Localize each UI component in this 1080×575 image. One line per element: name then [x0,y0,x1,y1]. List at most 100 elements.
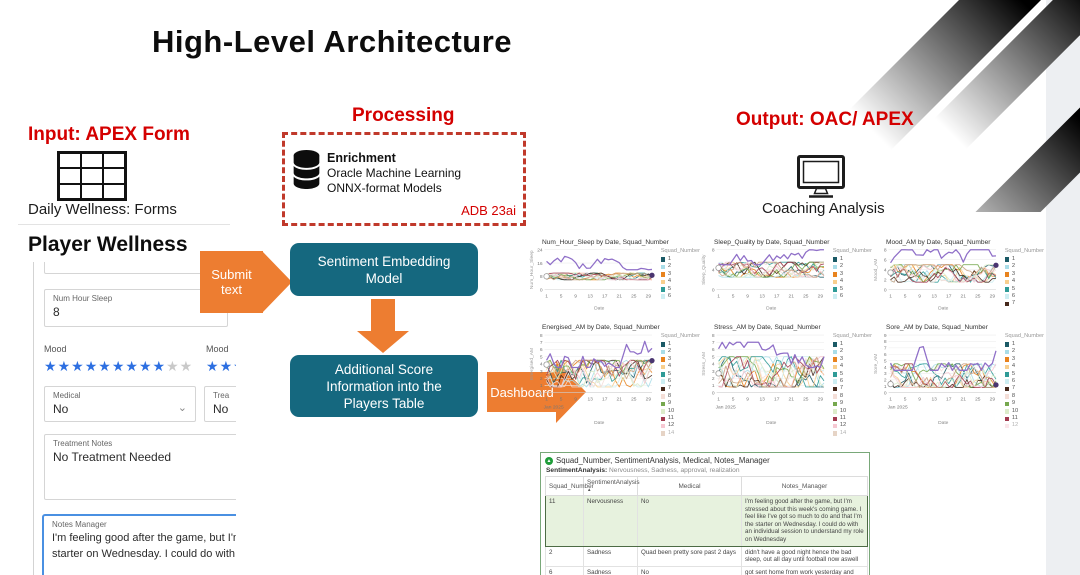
sentiment-embedding-model-box: Sentiment Embedding Model [290,243,478,296]
svg-text:2: 2 [712,376,715,382]
legend-item: 9 [1004,400,1044,407]
legend-swatch [832,431,838,436]
notes-manager-text-line2: starter on Wednesday. I could do with a [52,548,236,560]
legend-swatch [660,431,666,436]
svg-text:21: 21 [789,396,795,402]
svg-text:21: 21 [617,396,623,402]
chart-title: Num_Hour_Sleep by Date, Squad_Number [542,239,669,246]
divider [18,224,230,225]
legend-item: 2 [1004,263,1044,270]
processing-heading: Processing [352,105,455,126]
svg-text:4: 4 [712,362,715,368]
legend-swatch [1004,401,1010,407]
legend-item: 3 [660,356,700,363]
svg-text:2: 2 [540,376,543,382]
legend-item: 11 [1004,415,1044,422]
legend-swatch [660,279,666,285]
legend-swatch [660,287,666,292]
legend-swatch [832,272,838,277]
legend-item: 1 [832,341,872,348]
legend-item: 14 [660,430,700,437]
legend-item: 3 [832,271,872,278]
enrichment-dashed-box [282,132,526,226]
legend-item: 4 [660,278,700,285]
svg-text:2: 2 [884,378,887,384]
col-medical[interactable]: Medical [637,476,742,496]
svg-text:25: 25 [803,294,809,300]
legend-item: 5 [660,371,700,378]
col-notes-manager[interactable]: Notes_Manager [741,476,868,496]
svg-text:25: 25 [631,294,637,300]
legend-item: 7 [660,385,700,392]
svg-text:17: 17 [774,294,780,300]
svg-text:29: 29 [818,294,824,300]
num-hour-sleep-field[interactable]: Num Hour Sleep 8 [44,289,228,327]
treatment-select[interactable]: Trea No [204,386,236,422]
svg-text:5: 5 [732,294,735,300]
svg-text:0: 0 [884,390,887,396]
svg-text:9: 9 [574,396,577,402]
legend-swatch [832,264,838,270]
table-header-row: Squad_Number SentimentAnalysis ▲ Medical… [545,476,868,496]
legend-item: 8 [1004,393,1044,400]
legend-item: 6 [832,293,872,300]
notes-manager-label: Notes Manager [52,520,107,529]
svg-text:Sore_AM: Sore_AM [873,354,879,374]
legend-item: 7 [1004,385,1044,392]
svg-text:Num_Hour_Sleep: Num_Hour_Sleep [529,250,535,289]
legend-item: 7 [832,385,872,392]
legend-item: 3 [832,356,872,363]
svg-text:29: 29 [646,396,652,402]
chart-title: Mood_AM by Date, Squad_Number [886,239,991,246]
legend-swatch [660,386,666,392]
legend-swatch [660,401,666,407]
mood-star-rating[interactable]: ★★★★★★★★★★★ [44,358,194,374]
legend-swatch [1004,279,1010,285]
col-squad-number[interactable]: Squad_Number [545,476,594,496]
svg-text:8: 8 [712,333,715,339]
svg-text:0: 0 [712,390,715,396]
table-subtitle-label: SentimentAnalysis: [546,467,608,474]
treatment-label: Trea [213,391,230,400]
table-cell: Sadness [583,545,638,567]
mood-right-star-rating[interactable]: ★★★★★★★★★★★ [206,358,236,374]
legend-swatch [660,423,666,429]
legend-swatch [660,264,666,270]
legend-swatch [660,272,666,277]
table-cell: got sent home from work yesterday and be… [741,565,868,575]
svg-text:13: 13 [931,396,937,402]
num-hour-sleep-label: Num Hour Sleep [53,294,113,303]
legend-swatch [832,401,838,407]
notes-manager-field[interactable]: Notes Manager I'm feeling good after the… [42,514,236,575]
submit-text-label: Submit text [211,267,252,297]
svg-text:3: 3 [712,369,715,375]
input-section-heading: Input: APEX Form [28,124,190,145]
treatment-notes-field[interactable]: Treatment Notes No Treatment Needed [44,434,236,500]
svg-text:1: 1 [889,294,892,300]
legend-swatch [832,409,838,414]
legend-swatch [660,342,666,347]
legend-swatch [660,379,666,384]
medical-select[interactable]: Medical No ⌄ [44,386,196,422]
players-table-box: Additional Score Information into the Pl… [290,355,478,417]
svg-text:9: 9 [918,396,921,402]
legend-item: 1 [660,341,700,348]
legend-swatch [660,409,666,414]
legend-title: Squad_Number [832,248,872,254]
output-section-heading: Output: OAC/ APEX [736,109,914,130]
legend-item: 11 [660,415,700,422]
legend-item: 11 [832,415,872,422]
svg-text:Stress_AM: Stress_AM [701,352,707,376]
legend-item: 3 [1004,356,1044,363]
legend-swatch [1004,357,1010,362]
legend-item: 12 [660,422,700,429]
